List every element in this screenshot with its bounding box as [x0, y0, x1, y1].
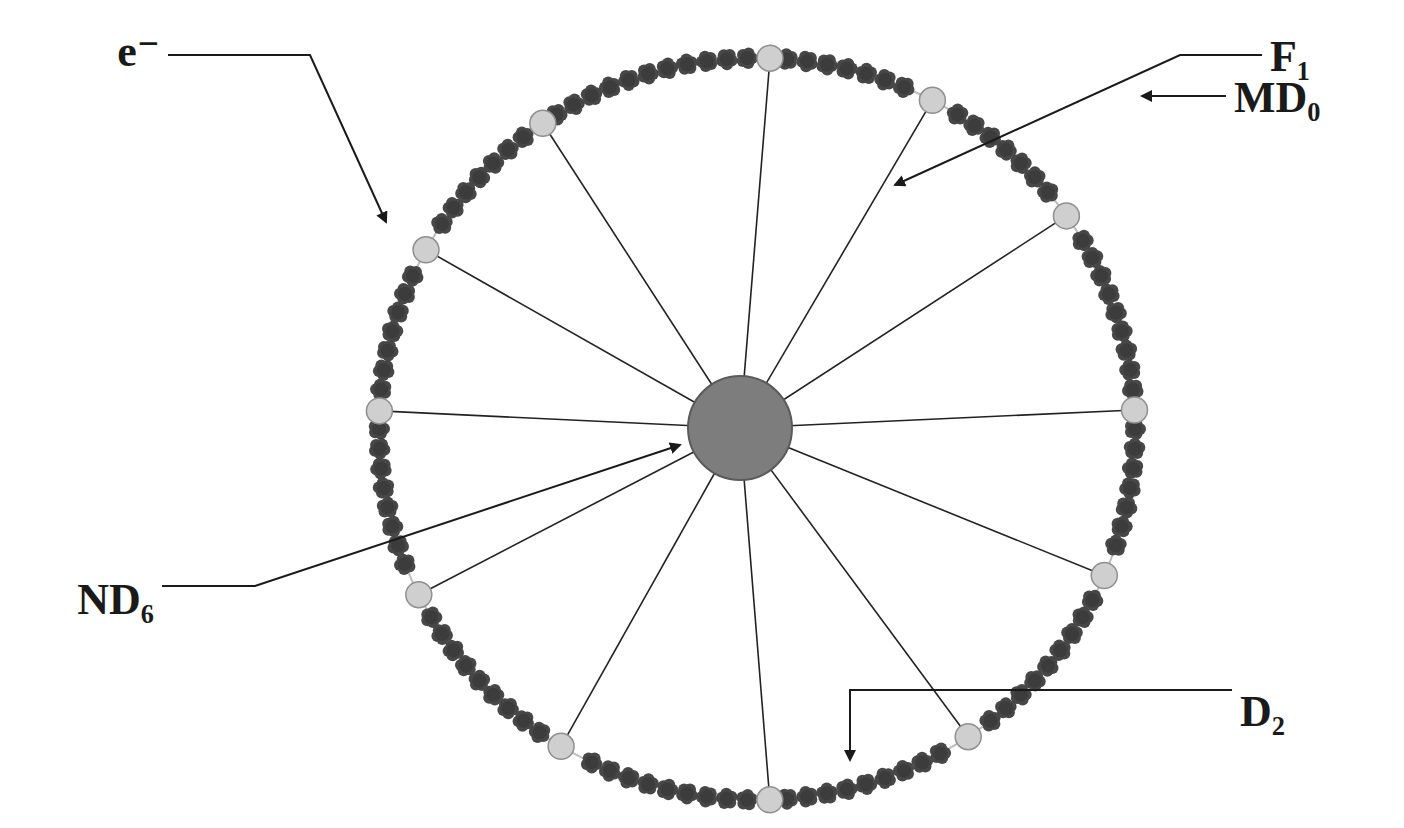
light-bead [1053, 203, 1079, 229]
bead-ring [366, 45, 1147, 813]
light-bead [955, 724, 981, 750]
light-bead [757, 787, 783, 813]
dark-bead [657, 779, 678, 801]
light-bead [406, 582, 432, 608]
callout-label: MD₀ [1234, 76, 1321, 120]
dark-bead [513, 127, 534, 149]
dark-bead [1098, 284, 1119, 305]
dark-bead [1112, 516, 1133, 538]
dark-bead [1116, 340, 1138, 361]
dark-bead [874, 69, 895, 90]
light-bead [413, 237, 439, 263]
dark-bead [618, 767, 639, 788]
spoke [740, 100, 932, 428]
dark-bead [1122, 458, 1143, 480]
dark-bead [443, 197, 464, 219]
leader-line [1142, 95, 1226, 97]
dark-bead [676, 54, 698, 75]
spoke [740, 410, 1135, 428]
light-bead [757, 45, 783, 71]
spokes [379, 58, 1134, 800]
dark-bead [370, 379, 391, 401]
dark-bead [421, 607, 442, 629]
dark-bead [599, 77, 620, 99]
light-bead [919, 87, 945, 113]
dark-bead [382, 516, 403, 538]
light-bead [1091, 563, 1117, 589]
dark-bead [1124, 438, 1146, 459]
light-bead [530, 110, 556, 136]
dark-bead [637, 773, 658, 794]
dark-bead [893, 760, 914, 782]
dark-bead [816, 54, 838, 75]
dark-bead [696, 51, 717, 72]
spoke [740, 428, 770, 800]
dark-bead [836, 779, 857, 800]
dark-bead [1061, 623, 1083, 644]
light-bead [548, 733, 574, 759]
dark-bead [1090, 265, 1111, 287]
dark-bead [963, 115, 984, 137]
leader-line [168, 55, 386, 222]
dark-bead [716, 788, 737, 809]
leader-line [895, 55, 1262, 185]
dark-bead [373, 360, 395, 381]
dark-bead [737, 789, 758, 810]
light-bead [366, 398, 392, 424]
dark-bead [979, 710, 1000, 732]
dark-bead [387, 302, 409, 323]
dark-bead [377, 340, 398, 361]
dark-bead [676, 784, 698, 805]
dark-bead [1105, 302, 1126, 323]
leader-line [162, 445, 680, 586]
spoke [740, 216, 1066, 428]
leader-line [850, 690, 1232, 760]
dark-bead [657, 58, 678, 79]
dark-bead [370, 458, 391, 479]
callout-label: F₁ [1270, 35, 1310, 79]
dark-bead [1116, 497, 1138, 518]
dark-bead [874, 768, 896, 789]
spoke [426, 250, 740, 428]
dark-bead [638, 63, 659, 85]
dark-bead [716, 49, 738, 70]
spoke [740, 58, 770, 428]
callout-label: D₂ [1240, 690, 1285, 734]
dark-bead [856, 63, 878, 84]
dark-bead [618, 70, 640, 91]
dark-bead [1119, 478, 1140, 499]
dark-bead [497, 698, 519, 719]
dark-bead [373, 477, 394, 499]
dark-bead [402, 265, 424, 286]
spoke [543, 123, 740, 428]
dark-bead [893, 77, 914, 98]
dark-bead [816, 783, 838, 804]
dark-bead [1105, 535, 1127, 556]
dark-bead [1037, 181, 1058, 202]
dark-bead [737, 47, 758, 69]
dark-bead [382, 321, 403, 343]
dark-bead [394, 554, 415, 575]
callout-label: e⁻ [117, 30, 160, 74]
dark-bead [696, 786, 717, 808]
dark-bead [856, 774, 877, 795]
spoke [419, 428, 740, 595]
central-disk [688, 376, 792, 480]
ring-outline [379, 58, 1135, 800]
dark-bead [796, 786, 817, 808]
dark-bead [581, 753, 603, 774]
dark-bead [837, 58, 858, 80]
light-bead [1122, 397, 1148, 423]
dark-bead [1111, 321, 1132, 343]
callout-label: ND₆ [77, 578, 154, 622]
dark-bead [377, 496, 399, 517]
dark-bead [796, 51, 817, 72]
dark-bead [912, 752, 934, 773]
dark-bead [369, 438, 390, 459]
dark-bead [1119, 359, 1140, 381]
dark-bead [1082, 247, 1104, 268]
spoke [379, 411, 740, 428]
